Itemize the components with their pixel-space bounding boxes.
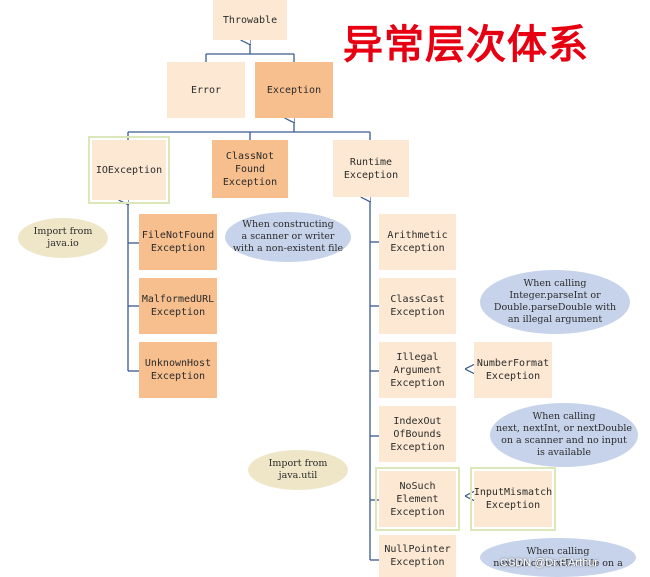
file-not-found-box: FileNotFound Exception: [139, 214, 217, 270]
index-out-of-bounds-box: IndexOut OfBounds Exception: [379, 406, 456, 462]
null-pointer-box: NullPointer Exception: [379, 535, 456, 577]
error-box: Error: [167, 62, 245, 118]
throwable-box: Throwable: [213, 0, 287, 40]
csdn-watermark: CSDN @Dr.F.Arthur: [500, 557, 598, 569]
number-format-box: NumberFormat Exception: [474, 342, 552, 398]
number-format-note: When calling Integer.parseInt or Double.…: [480, 270, 630, 334]
input-mismatch-note: When calling nextInt or nextDouble on a: [480, 538, 636, 577]
diagram-title: 异常层次体系: [343, 22, 589, 68]
runtime-exception-box: Runtime Exception: [333, 140, 409, 197]
input-mismatch-box: InputMismatch Exception: [470, 467, 556, 531]
import-java-util-note: Import from java.util: [248, 450, 348, 490]
malformed-url-box: MalformedURL Exception: [139, 278, 217, 334]
file-not-found-note: When constructing a scanner or writer wi…: [225, 212, 351, 262]
class-cast-box: ClassCast Exception: [379, 278, 456, 334]
no-such-element-note: When calling next, nextInt, or nextDoubl…: [490, 403, 638, 467]
unknown-host-box: UnknownHost Exception: [139, 342, 217, 398]
illegal-argument-box: Illegal Argument Exception: [379, 342, 456, 398]
no-such-element-box: NoSuch Element Exception: [375, 467, 460, 531]
exception-box: Exception: [255, 62, 333, 118]
import-java-io-note: Import from java.io: [18, 218, 108, 258]
class-not-found-box: ClassNot Found Exception: [212, 140, 288, 198]
io-exception-box: IOException: [88, 136, 170, 204]
arithmetic-box: Arithmetic Exception: [379, 214, 456, 270]
